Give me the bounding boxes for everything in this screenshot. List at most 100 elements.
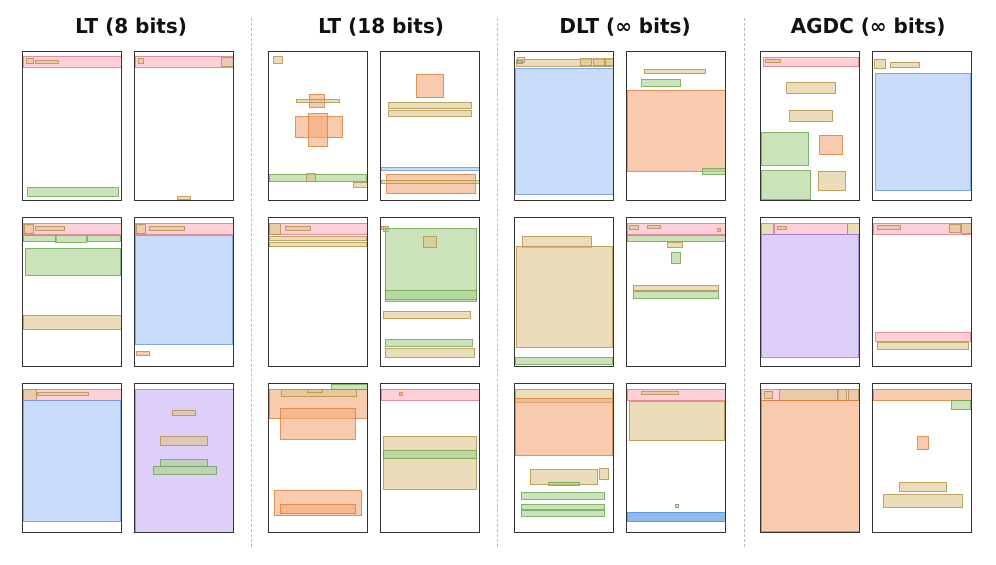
layout-element-tan xyxy=(388,102,472,109)
layout-element-pink xyxy=(135,56,233,68)
layout-element-tan xyxy=(599,468,609,480)
layout-panel-lt-8-r1-c2 xyxy=(134,51,234,201)
layout-element-orange xyxy=(386,174,476,194)
layout-element-tan xyxy=(877,342,969,350)
layout-element-blue xyxy=(875,73,971,191)
layout-element-tan xyxy=(385,348,475,358)
layout-element-green xyxy=(521,504,605,510)
layout-element-tan xyxy=(306,173,316,182)
layout-element-tan xyxy=(160,436,208,446)
layout-element-green xyxy=(517,60,523,64)
layout-element-green xyxy=(55,235,87,243)
layout-element-tan xyxy=(383,311,471,319)
layout-element-orange xyxy=(308,113,328,147)
layout-element-tan xyxy=(37,392,89,396)
layout-panel-agdc-r2-c1 xyxy=(760,217,860,367)
layout-element-tan xyxy=(516,246,613,348)
layout-element-tan xyxy=(818,171,846,191)
layout-element-tan xyxy=(883,494,963,508)
layout-panel-lt-8-r1-c1 xyxy=(22,51,122,201)
layout-panel-lt-18-r1-c2 xyxy=(380,51,480,201)
layout-element-tan xyxy=(273,56,283,64)
layout-panel-dlt-r2-c1 xyxy=(514,217,614,367)
layout-element-tan xyxy=(516,59,613,67)
layout-element-orange xyxy=(717,228,721,232)
layout-panel-lt-8-r2-c1 xyxy=(22,217,122,367)
layout-element-tan xyxy=(269,236,367,241)
layout-element-green xyxy=(385,290,477,300)
layout-element-orange xyxy=(627,90,725,172)
layout-panel-agdc-r3-c2 xyxy=(872,383,972,533)
layout-element-tan xyxy=(221,57,233,67)
layout-element-tan xyxy=(899,482,947,492)
layout-element-orange xyxy=(280,504,356,514)
layout-panel-lt-18-r1-c1 xyxy=(268,51,368,201)
layout-element-green xyxy=(675,504,679,508)
layout-element-tan xyxy=(765,59,781,63)
layout-element-tan xyxy=(786,82,836,94)
layout-panel-agdc-r1-c1 xyxy=(760,51,860,201)
layout-element-green xyxy=(385,339,473,347)
layout-element-orange xyxy=(280,408,356,440)
layout-element-tan xyxy=(629,225,639,230)
layout-element-tan xyxy=(641,391,679,395)
layout-element-tan xyxy=(789,110,833,122)
layout-element-green xyxy=(641,79,681,87)
column-title-lt-18: LT (18 bits) xyxy=(318,14,444,38)
layout-panel-dlt-r2-c2 xyxy=(626,217,726,367)
layout-element-tan xyxy=(764,391,773,399)
layout-panel-dlt-r3-c2 xyxy=(626,383,726,533)
layout-panel-lt-8-r2-c2 xyxy=(134,217,234,367)
layout-element-tan xyxy=(136,224,146,234)
layout-element-tan xyxy=(961,223,971,234)
layout-panel-lt-18-r2-c2 xyxy=(380,217,480,367)
layout-element-tan xyxy=(949,224,961,233)
layout-element-green xyxy=(702,168,725,175)
layout-element-tan xyxy=(605,58,613,66)
layout-element-tan xyxy=(890,62,920,68)
layout-element-green xyxy=(671,252,681,264)
layout-panel-dlt-r1-c1 xyxy=(514,51,614,201)
layout-panel-lt-8-r3-c2 xyxy=(134,383,234,533)
layout-element-tan xyxy=(269,223,281,235)
layout-element-green xyxy=(27,187,119,197)
layout-element-tan xyxy=(629,401,725,441)
layout-element-tan xyxy=(138,58,144,64)
layout-element-tan xyxy=(423,236,437,248)
layout-element-tan xyxy=(647,225,661,229)
layout-panel-dlt-r1-c2 xyxy=(626,51,726,201)
layout-element-tan xyxy=(874,59,886,69)
layout-element-tan xyxy=(172,410,196,416)
layout-element-green xyxy=(521,492,605,500)
layout-element-tan xyxy=(23,315,121,330)
layout-element-green xyxy=(23,235,57,242)
layout-panel-lt-18-r2-c1 xyxy=(268,217,368,367)
layout-panel-lt-8-r3-c1 xyxy=(22,383,122,533)
layout-element-tan xyxy=(24,224,34,234)
layout-panel-agdc-r1-c2 xyxy=(872,51,972,201)
layout-element-tan xyxy=(353,182,367,188)
layout-element-tan xyxy=(388,110,472,117)
column-divider xyxy=(251,18,252,547)
layout-element-tan xyxy=(307,389,323,393)
layout-element-green xyxy=(633,291,719,299)
layout-element-green xyxy=(269,174,367,182)
layout-element-tan xyxy=(296,99,340,103)
column-divider xyxy=(497,18,498,547)
layout-element-tan xyxy=(26,58,34,64)
layout-element-tan xyxy=(777,226,787,230)
layout-element-orange xyxy=(416,74,444,98)
layout-element-orange xyxy=(761,400,859,532)
layout-element-green xyxy=(25,248,121,276)
column-divider xyxy=(744,18,745,547)
layout-element-tan xyxy=(580,58,592,66)
layout-element-blue xyxy=(135,235,233,345)
layout-element-tan xyxy=(644,69,706,74)
layout-element-green xyxy=(153,466,217,475)
layout-element-tan xyxy=(177,196,191,200)
layout-element-green xyxy=(331,384,367,390)
layout-element-tan xyxy=(269,242,367,247)
layout-element-purple xyxy=(761,234,859,358)
layout-element-pink xyxy=(763,57,859,67)
layout-element-blue xyxy=(381,167,479,171)
